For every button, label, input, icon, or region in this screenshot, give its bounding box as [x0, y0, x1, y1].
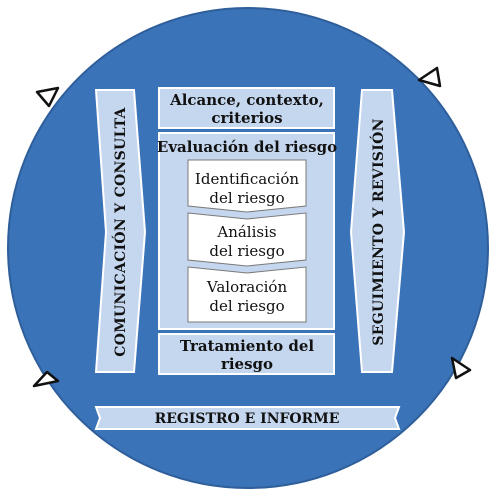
monitoring-review-bar	[349, 89, 406, 373]
cycle-arrowhead-bottom-left-icon	[32, 370, 60, 388]
cycle-arrowhead-top-left-icon	[35, 86, 60, 108]
risk-treatment-line1: Tratamiento del	[180, 337, 315, 355]
monitoring-review-label: SEGUIMIENTO Y REVISIÓN	[369, 118, 387, 345]
step-evaluation-line2: del riesgo	[209, 297, 284, 315]
communication-consultation-bar	[94, 89, 147, 373]
step-identification-box	[187, 159, 307, 213]
scope-label-line1: Alcance, contexto,	[169, 91, 324, 109]
scope-context-criteria-box	[158, 87, 335, 129]
step-identification-line1: Identificación	[195, 170, 299, 188]
recording-reporting-bar	[94, 406, 401, 430]
step-analysis-line2: del riesgo	[209, 242, 284, 260]
cycle-arrowhead-bottom-right-icon	[450, 356, 472, 380]
risk-treatment-line2: riesgo	[221, 355, 273, 373]
recording-reporting-label: REGISTRO E INFORME	[155, 411, 340, 427]
scope-label-line2: criterios	[211, 109, 282, 127]
step-identification-line2: del riesgo	[209, 189, 284, 207]
step-analysis-line1: Análisis	[216, 223, 276, 241]
risk-assessment-title: Evaluación del riesgo	[157, 138, 337, 156]
risk-treatment-box	[158, 333, 335, 375]
step-evaluation-line1: Valoración	[206, 278, 288, 296]
step-analysis-box	[187, 212, 307, 267]
cycle-arrowhead-top-right-icon	[417, 66, 442, 88]
communication-consultation-label: COMUNICACIÓN Y CONSULTA	[111, 106, 129, 356]
step-evaluation-box	[187, 266, 307, 323]
